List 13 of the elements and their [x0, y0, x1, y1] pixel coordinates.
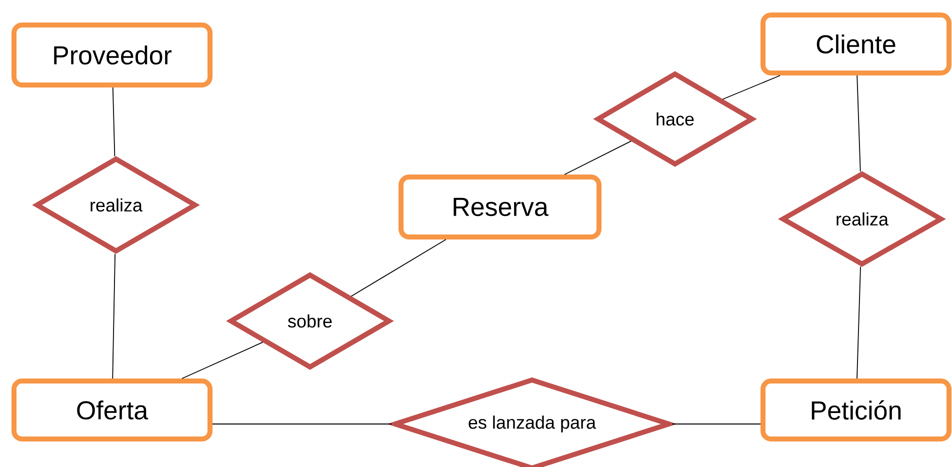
entity-box: Proveedor	[12, 22, 212, 88]
connector-line	[112, 253, 116, 379]
entity-box: Petición	[760, 378, 952, 442]
entity-box: Cliente	[760, 12, 952, 76]
connector-line	[350, 239, 446, 297]
connector-line	[856, 266, 861, 379]
connector-line	[112, 87, 116, 157]
connector-line	[182, 342, 264, 379]
connector-line	[564, 140, 632, 175]
entity-box: Reserva	[398, 174, 602, 240]
connector-line	[722, 75, 780, 100]
entity-box: Oferta	[12, 378, 212, 442]
connector-line	[856, 75, 861, 172]
